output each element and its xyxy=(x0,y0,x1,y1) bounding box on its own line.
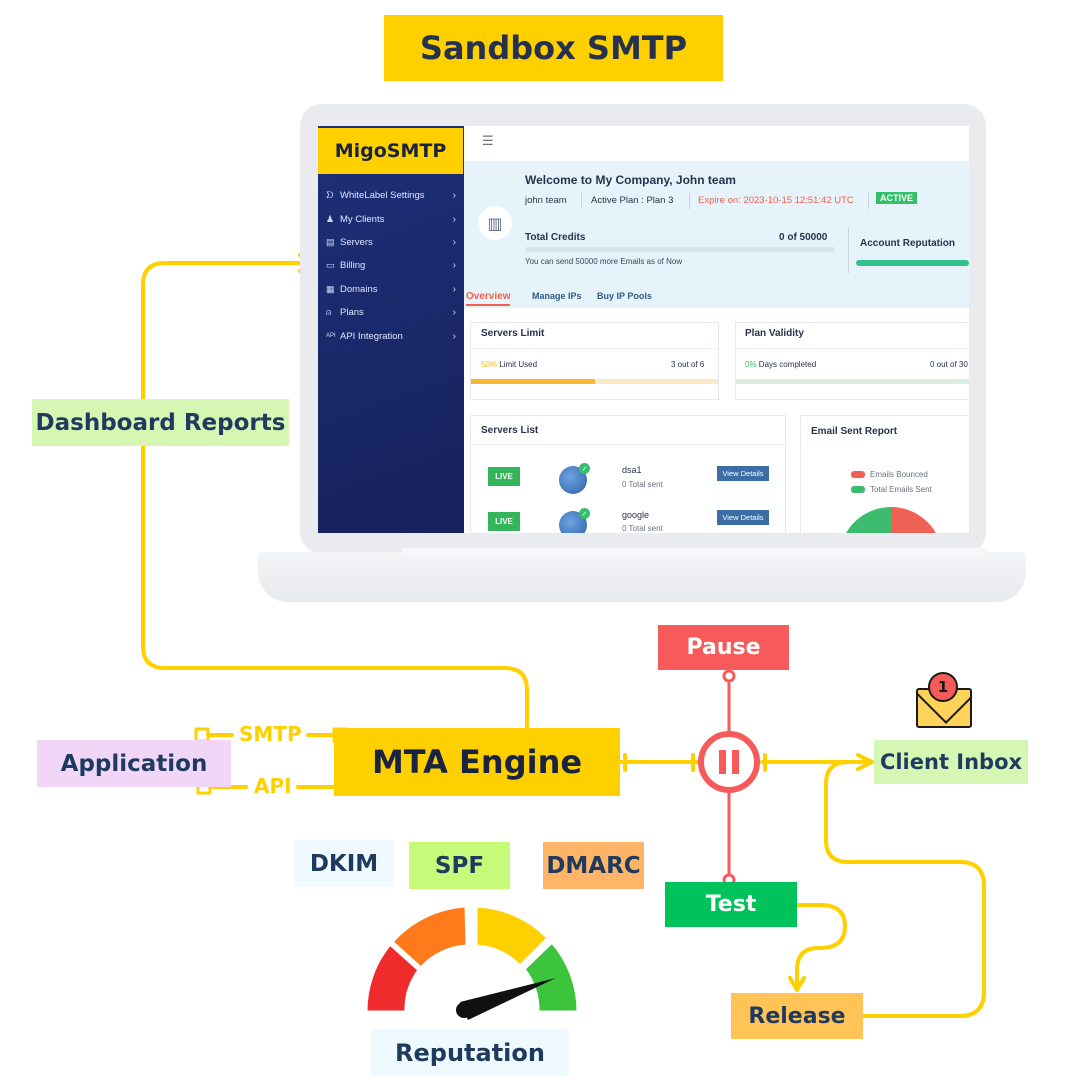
credits-progress xyxy=(525,247,835,252)
divider xyxy=(689,193,690,209)
chevron-right-icon: › xyxy=(452,259,456,271)
clients-icon: ♟ xyxy=(326,213,335,224)
server-icon xyxy=(559,508,590,533)
account-name: john team xyxy=(525,195,567,206)
reputation-label: Account Reputation xyxy=(860,238,955,249)
pause-label: Pause xyxy=(658,625,789,670)
chevron-right-icon: › xyxy=(452,306,456,318)
pause-control xyxy=(698,731,760,793)
sidebar-item-servers[interactable]: ▤Servers› xyxy=(326,236,456,248)
server-name: google xyxy=(622,510,650,520)
plan-validity-track xyxy=(736,379,969,384)
servers-limit-title: Servers Limit xyxy=(481,328,545,339)
divider xyxy=(735,348,969,349)
divider xyxy=(581,193,582,209)
legend-swatch xyxy=(851,471,865,478)
credits-note: You can send 50000 more Emails as of Now xyxy=(525,257,683,266)
status-badge: ACTIVE xyxy=(876,192,918,204)
view-details-button[interactable]: View Details xyxy=(717,510,769,525)
api-icon: API xyxy=(326,333,336,339)
api-label: API xyxy=(250,774,296,798)
notification-badge: 1 xyxy=(928,672,958,702)
plan-validity-card xyxy=(735,322,969,400)
email-report-title: Email Sent Report xyxy=(811,426,898,437)
servers-limit-count: 3 out of 6 xyxy=(671,360,705,369)
servers-limit-percent: 50% Limit Used xyxy=(481,360,538,369)
divider xyxy=(470,348,719,349)
top-bar xyxy=(464,126,969,162)
whitelabel-icon: ᗤ xyxy=(326,189,334,200)
test-label: Test xyxy=(665,882,797,927)
client-inbox-label: Client Inbox xyxy=(874,740,1028,784)
reputation-gauge-icon xyxy=(364,904,580,1020)
server-sent: 0 Total sent xyxy=(622,524,663,533)
dmarc-label: DMARC xyxy=(543,842,644,889)
servers-icon: ▤ xyxy=(326,236,335,247)
server-status-badge: LIVE xyxy=(488,512,520,531)
active-plan: Active Plan : Plan 3 xyxy=(591,195,674,206)
chevron-right-icon: › xyxy=(452,213,456,225)
tab-overview[interactable]: Overview xyxy=(466,291,511,306)
chevron-right-icon: › xyxy=(452,236,456,248)
sidebar-item-plans[interactable]: ⍝Plans› xyxy=(326,306,456,318)
laptop-hinge xyxy=(402,548,988,556)
laptop-base xyxy=(258,552,1026,602)
dkim-label: DKIM xyxy=(294,840,394,887)
plans-icon: ⍝ xyxy=(326,306,332,317)
page-title: Sandbox SMTP xyxy=(384,15,723,81)
billing-icon: ▭ xyxy=(326,259,335,270)
reputation-label: Reputation xyxy=(371,1029,569,1076)
smtp-label: SMTP xyxy=(235,722,306,746)
welcome-title: Welcome to My Company, John team xyxy=(525,173,736,187)
legend-label: Emails Bounced xyxy=(870,470,928,479)
divider xyxy=(868,193,869,209)
welcome-panel xyxy=(464,162,969,308)
menu-icon[interactable]: ☰ xyxy=(482,134,494,149)
tab-manage-ips[interactable]: Manage IPs xyxy=(532,291,582,301)
tab-buy-ip-pools[interactable]: Buy IP Pools xyxy=(597,291,652,301)
legend-label: Total Emails Sent xyxy=(870,485,932,494)
server-name: dsa1 xyxy=(622,465,642,475)
servers-limit-card xyxy=(470,322,719,400)
plan-validity-count: 0 out of 30 xyxy=(930,360,968,369)
servers-list-title: Servers List xyxy=(481,425,539,436)
expiry-date: Expire on: 2023-10-15 12:51:42 UTC xyxy=(698,195,854,206)
brand-logo: MigoSMTP xyxy=(318,128,463,174)
application-label: Application xyxy=(37,740,231,787)
server-icon xyxy=(559,463,590,494)
credits-value: 0 of 50000 xyxy=(779,232,828,243)
plan-validity-percent: 0% Days completed xyxy=(745,360,817,369)
servers-limit-fill xyxy=(471,379,595,384)
chevron-right-icon: › xyxy=(452,189,456,201)
domains-icon: ▦ xyxy=(326,283,335,294)
server-sent: 0 Total sent xyxy=(622,480,663,489)
servers-limit-track xyxy=(471,379,718,384)
divider xyxy=(848,228,849,273)
chevron-right-icon: › xyxy=(452,330,456,342)
mta-engine-box: MTA Engine xyxy=(334,728,620,796)
dashboard-reports-label: Dashboard Reports xyxy=(32,399,289,446)
chevron-right-icon: › xyxy=(452,283,456,295)
email-pie-chart xyxy=(846,507,936,533)
server-status-badge: LIVE xyxy=(488,467,520,486)
credits-label: Total Credits xyxy=(525,232,586,243)
view-details-button[interactable]: View Details xyxy=(717,466,769,481)
reputation-bar xyxy=(856,260,969,266)
sidebar-item-billing[interactable]: ▭Billing› xyxy=(326,259,456,271)
plan-validity-title: Plan Validity xyxy=(745,328,804,339)
legend-swatch xyxy=(851,486,865,493)
spf-label: SPF xyxy=(409,842,510,889)
divider xyxy=(470,444,786,445)
building-icon: ▥ xyxy=(478,206,512,240)
release-label: Release xyxy=(731,993,863,1039)
sidebar-item-clients[interactable]: ♟My Clients› xyxy=(326,213,456,225)
sidebar-item-domains[interactable]: ▦Domains› xyxy=(326,283,456,295)
